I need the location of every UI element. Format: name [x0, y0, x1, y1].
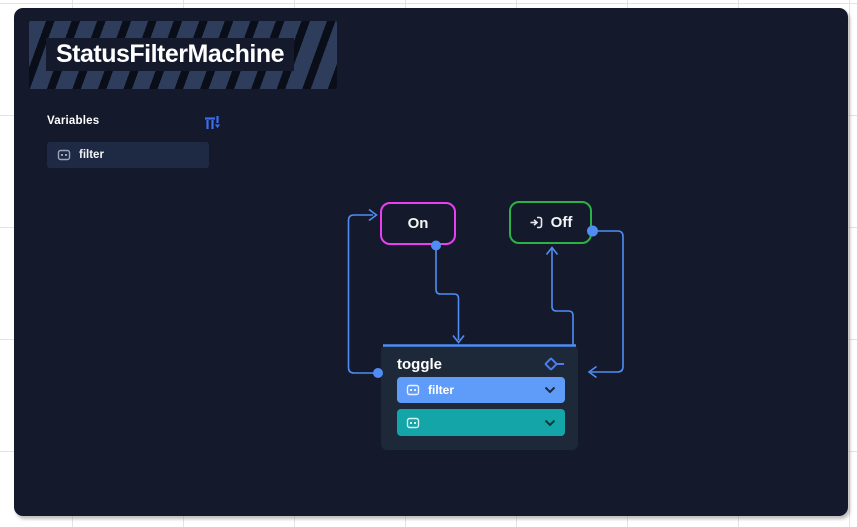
variable-icon — [406, 384, 420, 396]
variable-item-label: filter — [79, 149, 104, 161]
variables-settings-button[interactable] — [203, 114, 221, 132]
chevron-down-icon — [544, 386, 556, 394]
assignment-dropdown-empty[interactable] — [397, 409, 565, 436]
state-off-label: Off — [550, 214, 573, 231]
machine-title[interactable]: StatusFilterMachine — [46, 38, 294, 71]
transition-diamond-icon — [544, 357, 564, 371]
event-label: toggle — [397, 355, 442, 373]
edge-toggle-to-on — [347, 214, 378, 374]
initial-state-icon — [530, 216, 542, 229]
variables-heading: Variables — [47, 115, 100, 127]
state-node-on[interactable]: On — [380, 202, 456, 245]
variable-icon — [406, 417, 420, 428]
variable-item-filter[interactable]: filter — [47, 142, 209, 168]
edge-toggle-to-off — [551, 249, 574, 345]
arrowhead-into-toggle-right — [587, 365, 597, 379]
variable-icon — [57, 149, 71, 161]
arrowhead-into-on — [368, 208, 378, 222]
edge-on-to-toggle — [435, 250, 460, 340]
machine-title-text: StatusFilterMachine — [55, 40, 285, 68]
chevron-down-icon — [544, 419, 556, 426]
assignment-label: filter — [428, 383, 455, 397]
arrowhead-into-off — [545, 246, 559, 255]
state-node-off[interactable]: Off — [509, 201, 592, 244]
arrowhead-into-toggle-top — [452, 335, 465, 344]
machine-panel: StatusFilterMachine Variables filter On — [14, 8, 848, 516]
sliders-icon — [205, 116, 221, 129]
edge-off-to-toggle — [591, 230, 624, 373]
state-on-label: On — [407, 215, 429, 232]
event-node-toggle[interactable]: toggle filter — [381, 345, 578, 450]
assignment-dropdown-filter[interactable]: filter — [397, 377, 565, 403]
